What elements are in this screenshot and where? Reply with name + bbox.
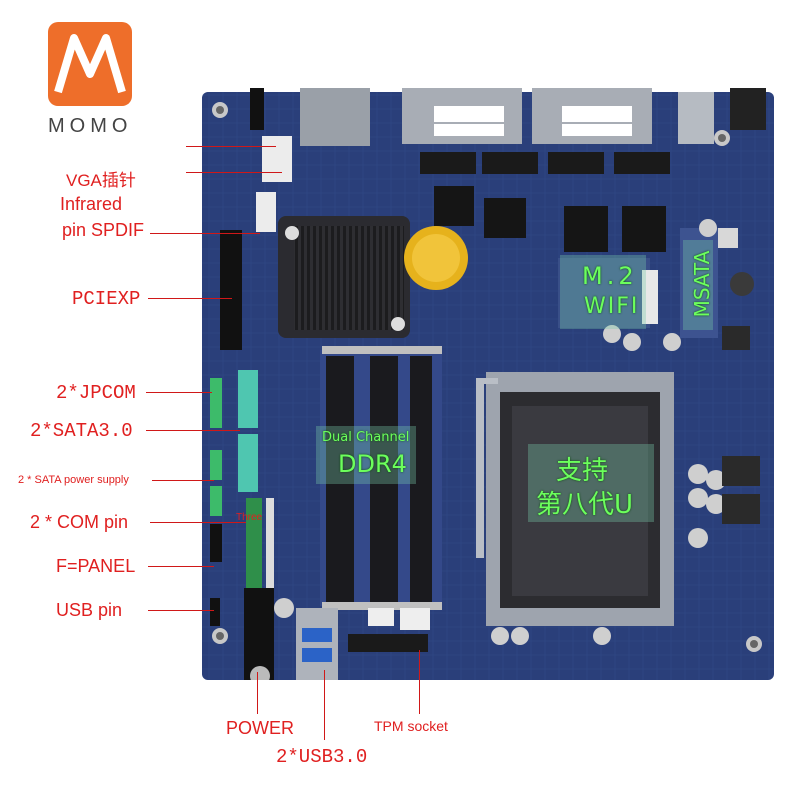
motherboard-illustration (202, 88, 774, 686)
m2-label: M.2 (582, 262, 638, 290)
sata-power-label: 2 * SATA power supply (18, 474, 129, 486)
ddr4-highlight (316, 426, 416, 484)
msata-highlight (683, 240, 713, 330)
fpanel-label: F=PANEL (56, 556, 136, 576)
motherboard-photo (202, 88, 774, 686)
power-leader (257, 672, 258, 714)
spdif-label: pin SPDIF (62, 220, 145, 240)
support-line2: 第八代U (536, 490, 634, 520)
usb3-leader (324, 670, 325, 740)
jpcom-label: 2*JPCOM (56, 382, 136, 404)
tpm-leader (419, 650, 420, 714)
msata-label: MSATA (690, 250, 714, 318)
fpanel-leader (148, 566, 214, 567)
power-label: POWER (226, 718, 295, 738)
infrared-label: Infrared (60, 194, 123, 214)
vga-label: VGA插针 (66, 171, 136, 190)
com-pin-label: 2 * COM pin (30, 512, 129, 532)
sata-power-leader (152, 480, 214, 481)
tpm-label: TPM socket (374, 718, 448, 734)
vga-leader-top (186, 146, 276, 147)
spdif-leader (150, 233, 260, 234)
three-label: Three (236, 512, 263, 523)
pciexp-leader (148, 298, 232, 299)
brand-logo-text: MOMO (48, 115, 133, 137)
com-pin-leader (150, 522, 246, 523)
sata-label: 2*SATA3.0 (30, 420, 133, 442)
jpcom-leader (146, 392, 212, 393)
support-line1: 支持 (556, 456, 609, 486)
dual-channel-label: Dual Channel (322, 430, 410, 445)
vga-leader (186, 172, 282, 173)
sata-leader (146, 430, 240, 431)
brand-logo (48, 22, 132, 106)
pciexp-label: PCIEXP (72, 288, 141, 310)
logo-mark-icon (48, 22, 132, 106)
ddr4-label: DDR4 (338, 450, 407, 478)
wifi-label: WIFI (584, 294, 640, 319)
usb-pin-label: USB pin (56, 600, 123, 620)
usb3-label: 2*USB3.0 (276, 746, 368, 768)
m2-wifi-highlight (560, 255, 646, 329)
cpu-support-highlight (528, 444, 654, 522)
usb-pin-leader (148, 610, 214, 611)
